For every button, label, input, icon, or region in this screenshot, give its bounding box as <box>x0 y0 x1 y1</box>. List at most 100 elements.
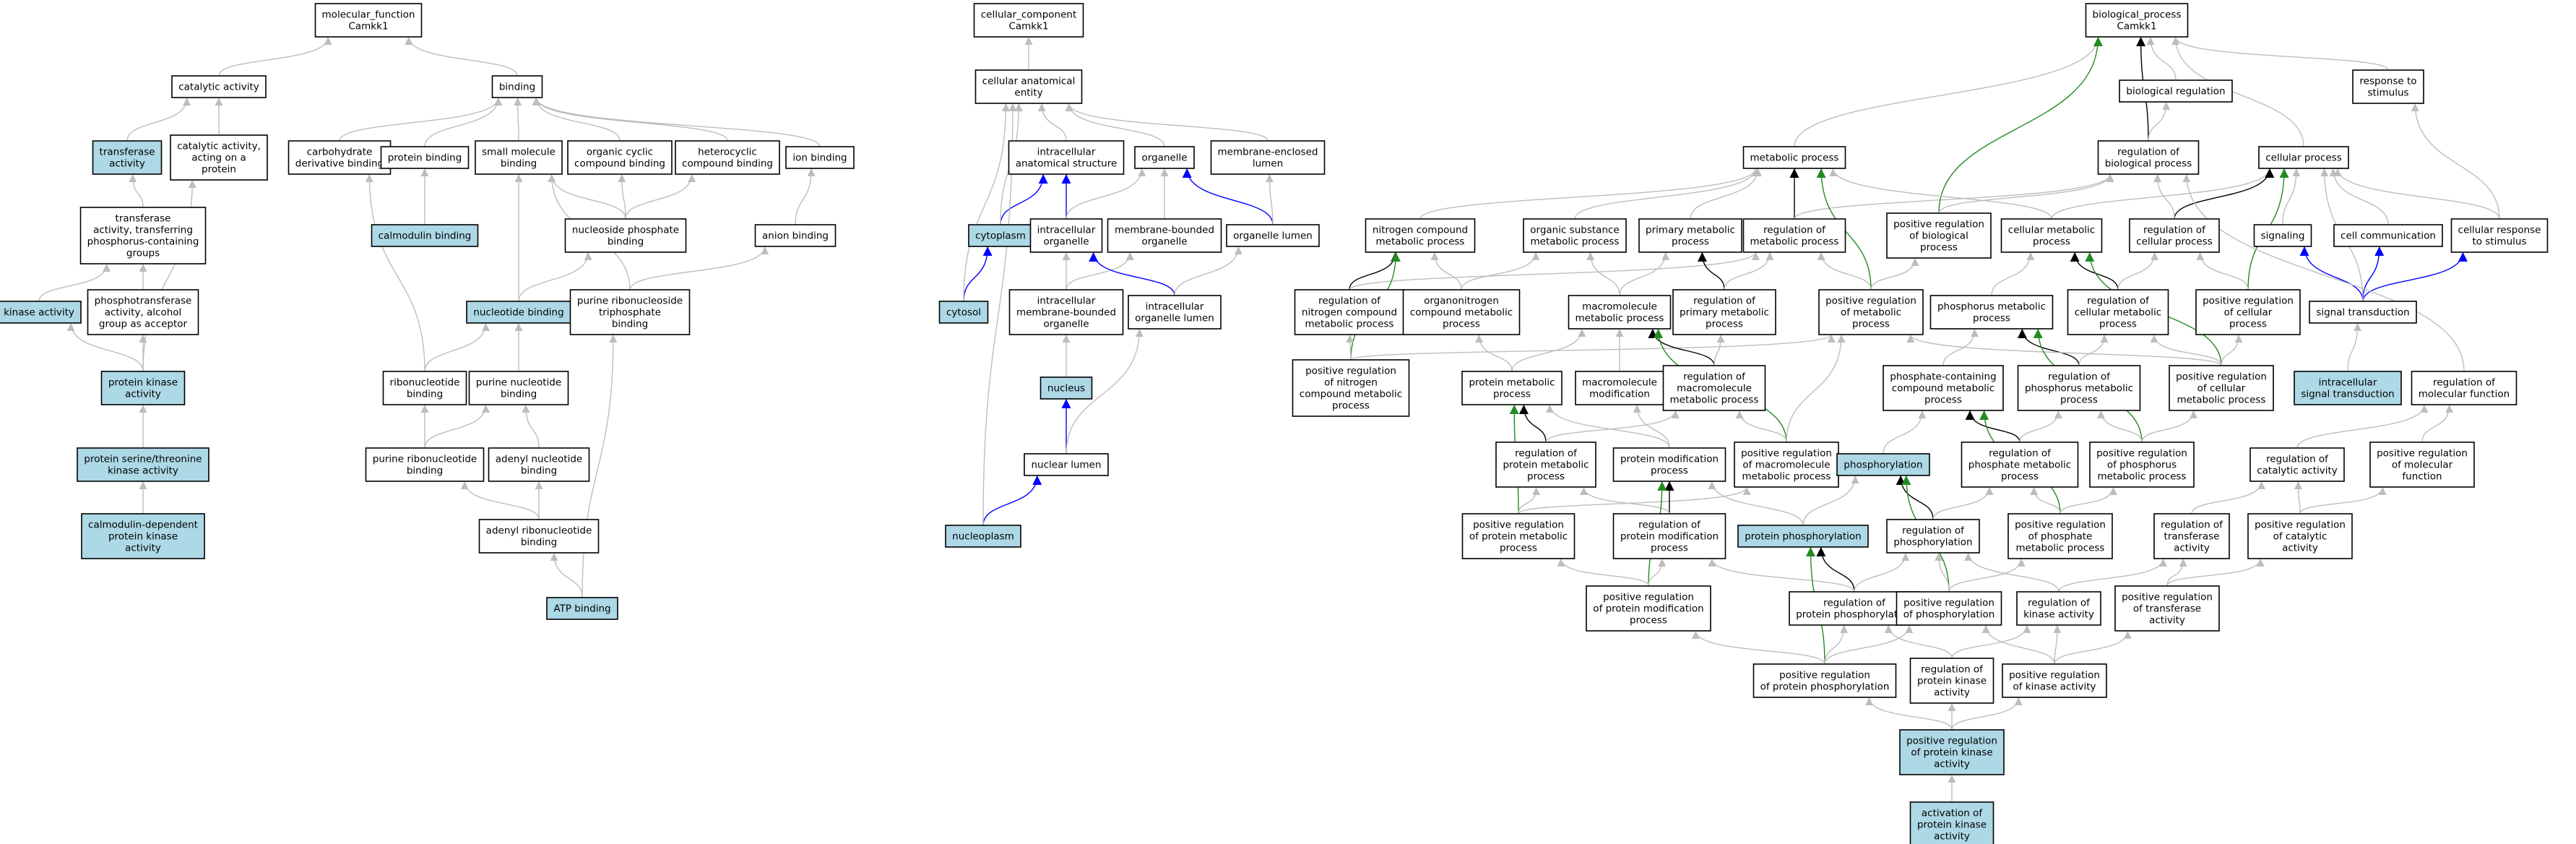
node-box <box>2002 663 2107 698</box>
node-box <box>2309 301 2417 324</box>
node-label-line: transferase <box>100 147 155 158</box>
node-box <box>0 301 82 324</box>
node-label-line: compound metabolic <box>1892 383 1994 395</box>
node-label-line: macromolecule <box>1582 377 1657 389</box>
node-box <box>1461 513 1576 559</box>
edge-is-a <box>2146 36 2177 81</box>
node-box <box>2258 146 2349 169</box>
node-label-line: small molecule <box>482 147 556 158</box>
node-box <box>1896 591 2002 626</box>
node-label-line: metabolic process <box>2098 471 2187 483</box>
edge-regulates <box>1697 251 1725 290</box>
node-biological-regulation: biological regulation <box>2119 79 2233 103</box>
edge-is-a <box>66 322 144 372</box>
edge-is-a <box>1802 475 1859 526</box>
node-label-line: function <box>2402 471 2442 483</box>
node-box <box>1909 801 1994 844</box>
node-label-line: of cellular <box>2224 307 2273 319</box>
node-label-line: membrane-bounded <box>1016 307 1116 319</box>
node-box <box>2352 69 2424 104</box>
node-label-line: positive regulation <box>2009 670 2100 681</box>
edge-is-a <box>126 97 191 142</box>
node-box <box>1461 371 1563 405</box>
node-label-line: response to <box>2359 76 2416 87</box>
node-label-line: organelle <box>1043 319 1089 330</box>
edge-is-a <box>629 246 769 290</box>
node-label-line: phosphorus-containing <box>87 236 199 248</box>
node-label-line: catalytic activity <box>178 82 259 93</box>
edge-is-a <box>1475 334 1513 372</box>
node-box <box>1836 453 1930 476</box>
node-phosphorylation: phosphorylation <box>1836 453 1930 476</box>
node-label-line: process <box>1443 319 1480 330</box>
node-box <box>2169 365 2274 411</box>
node-label-line: of catalytic <box>2273 531 2328 543</box>
node-label-line: Camkk1 <box>2117 21 2156 33</box>
node-box <box>1734 442 1839 488</box>
node-label-line: of nitrogen <box>1324 377 1378 389</box>
node-label-line: molecular_function <box>322 9 415 21</box>
node-label-line: nitrogen compound <box>1302 307 1397 319</box>
node-cellular-process: cellular process <box>2258 146 2349 169</box>
node-label-line: binding <box>407 389 443 400</box>
node-label-line: metabolic process <box>1750 236 1839 248</box>
node-label-line: regulation of <box>1515 448 1578 460</box>
edge-is-a <box>2059 486 2117 514</box>
node-label-line: positive regulation <box>2377 448 2468 460</box>
node-label-line: metabolic process <box>1750 152 1839 164</box>
edge-is-a <box>1854 552 1910 593</box>
node-label-line: protein metabolic <box>1503 460 1589 471</box>
node-box <box>2294 371 2402 405</box>
node-label-line: cytoplasm <box>975 231 1026 242</box>
node-nucleoplasm: nucleoplasm <box>945 525 1021 548</box>
edge-is-a <box>532 97 621 142</box>
edge-is-a <box>532 97 728 142</box>
node-label-line: ribonucleotide <box>390 377 460 389</box>
node-label-line: Camkk1 <box>348 21 388 33</box>
edge-is-a <box>424 97 503 147</box>
node-box <box>1008 140 1125 175</box>
node-label-line: protein modification <box>1620 531 1719 543</box>
node-box <box>754 224 837 247</box>
node-label-line: process <box>1493 389 1531 400</box>
node-label-line: organic substance <box>1530 225 1619 236</box>
node-box <box>2249 447 2345 482</box>
node-label-line: of biological <box>1909 231 1968 242</box>
node-box <box>564 218 687 253</box>
node-label-line: nucleus <box>1047 383 1085 395</box>
node-cell-communication: cell communication <box>2333 224 2443 247</box>
edge-is-a <box>618 173 626 220</box>
node-label-line: metabolic process <box>1576 313 1664 324</box>
node-label-line: process <box>1920 242 1958 254</box>
node-label-line: metabolic process <box>2177 395 2266 406</box>
node-label-line: protein metabolic <box>1469 377 1555 389</box>
edge-is-a <box>1349 251 1760 290</box>
node-label-line: of protein metabolic <box>1469 531 1568 543</box>
node-label-line: process <box>1706 319 1743 330</box>
node-label-line: metabolic process <box>1531 236 1620 248</box>
node-box <box>1586 585 1711 632</box>
node-label-line: protein kinase <box>108 377 178 389</box>
node-box <box>1040 376 1093 400</box>
edge-is-a <box>1981 624 2055 665</box>
edge-is-a <box>2051 168 2274 220</box>
node-label-line: signal transduction <box>2316 307 2409 319</box>
node-box <box>1672 289 1776 335</box>
node-label-line: binding <box>501 389 537 400</box>
node-label-line: activity <box>125 389 161 400</box>
node-box <box>1107 218 1222 253</box>
node-label-line: activity <box>125 543 161 554</box>
node-label-line: cellular response <box>2458 225 2541 236</box>
edge-is-a <box>339 97 503 142</box>
node-label-line: activation of <box>1922 808 1983 819</box>
node-label-line: compound binding <box>682 158 773 170</box>
node-box <box>569 289 691 335</box>
